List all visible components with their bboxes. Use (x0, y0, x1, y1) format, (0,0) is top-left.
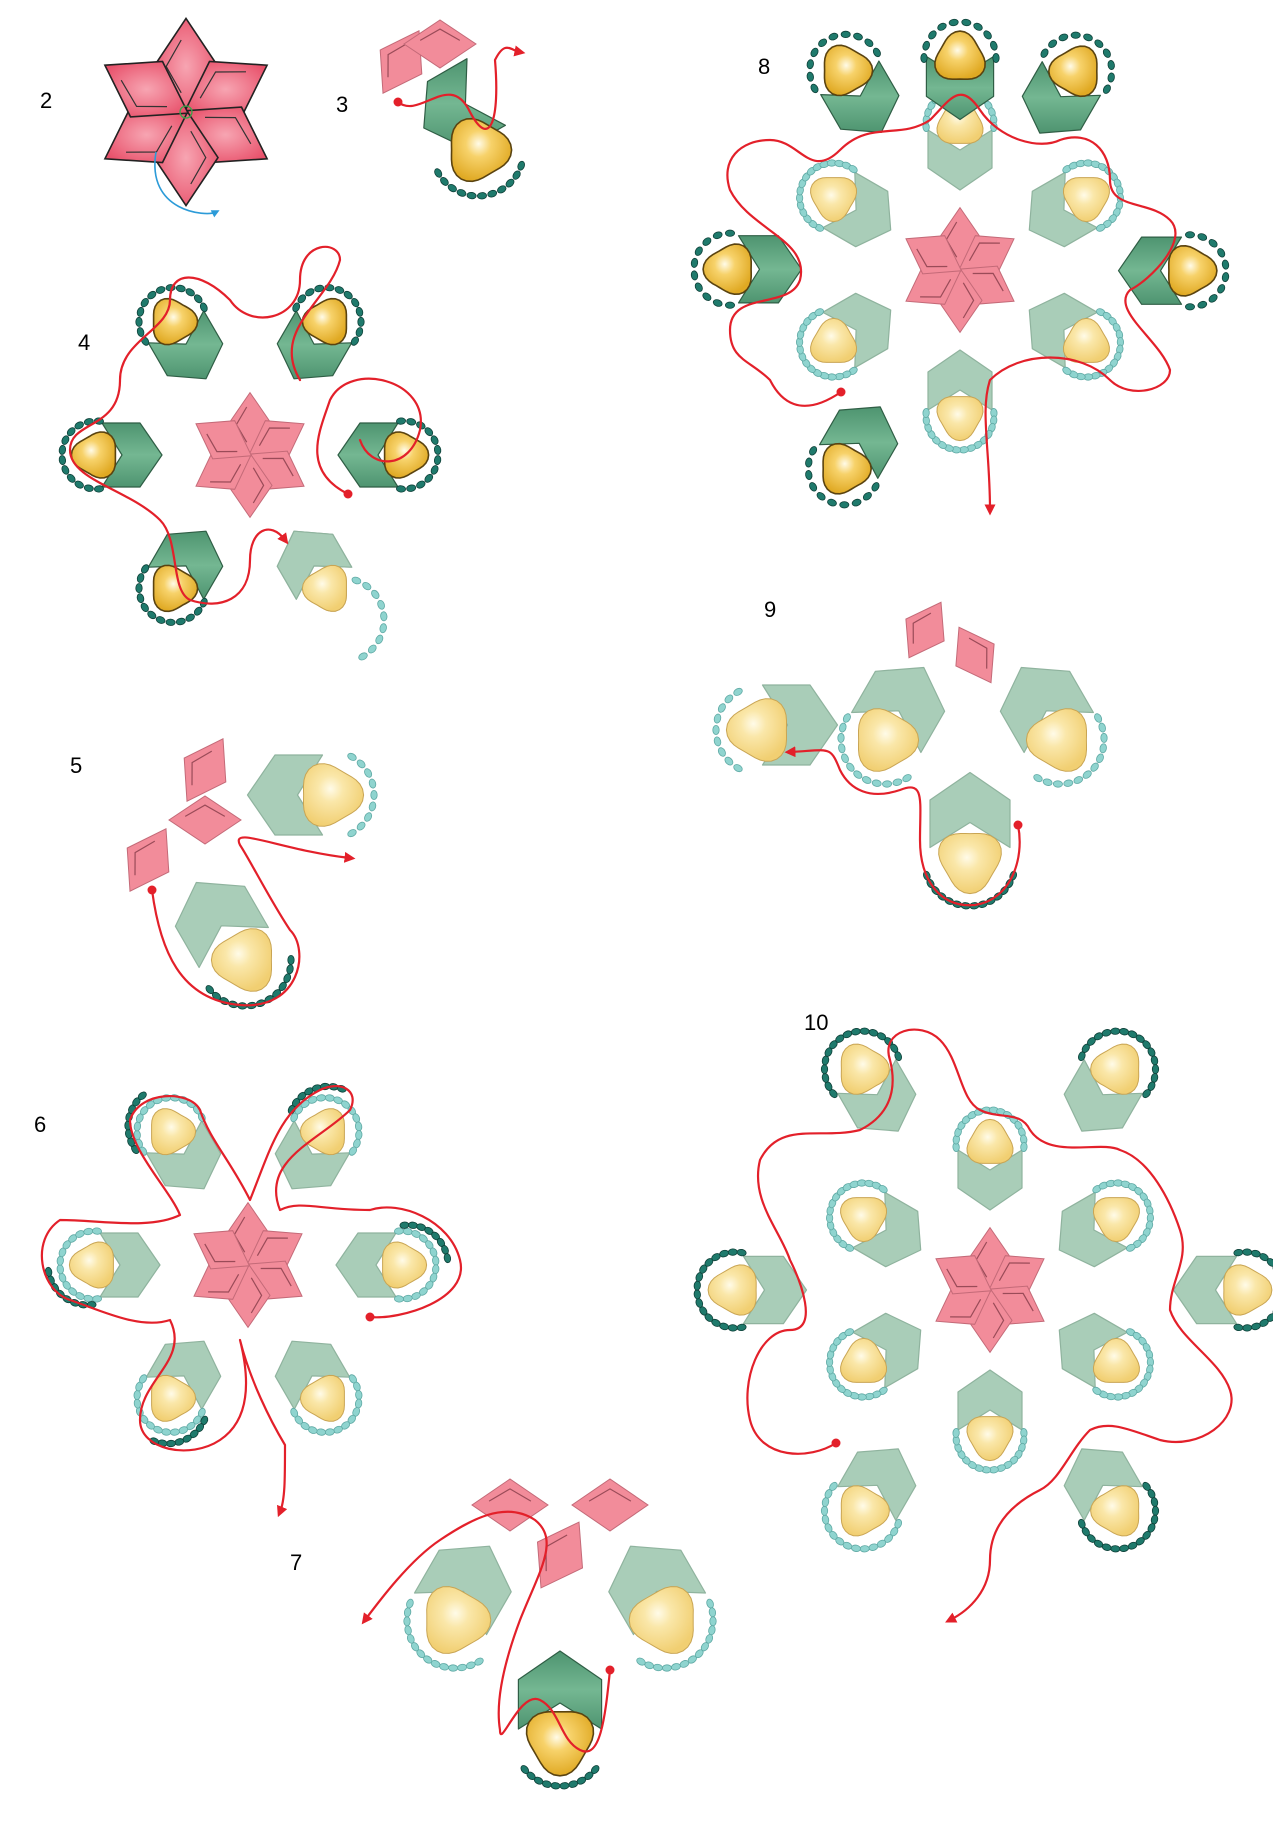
thread-start-dot (366, 1313, 375, 1322)
thread-start-dot (148, 886, 157, 895)
thread-start-dot (837, 388, 846, 397)
gold-bead (527, 1712, 594, 1776)
petal-bead (956, 627, 994, 682)
gold-bead (211, 929, 271, 992)
step-2-figure (105, 18, 267, 213)
gold-bead (935, 31, 985, 79)
gold-bead (967, 1119, 1013, 1163)
seed-bead-strand (351, 576, 387, 662)
gold-bead (708, 1265, 756, 1315)
thread-start-dot (606, 1666, 615, 1675)
step-4-figure (59, 247, 442, 662)
petal-bead (472, 1479, 548, 1531)
petal-bead (169, 796, 241, 844)
gold-bead (69, 1242, 113, 1288)
petal-bead (572, 1479, 648, 1531)
petal-bead (127, 829, 169, 891)
thread-start-dot (832, 1439, 841, 1448)
gold-bead (304, 764, 364, 827)
petal-bead (184, 739, 226, 801)
petal-bead (906, 602, 944, 657)
thread-start-dot (1014, 821, 1023, 830)
step-6-figure (42, 1083, 461, 1512)
gold-bead (1169, 246, 1217, 296)
gold-bead (383, 1242, 427, 1288)
gold-bead (967, 1417, 1013, 1461)
gold-bead (726, 699, 786, 762)
step-8-figure (691, 19, 1230, 510)
gold-bead (1224, 1265, 1272, 1315)
step-3-figure (380, 20, 526, 199)
gold-bead (71, 432, 115, 478)
step-5-figure (127, 739, 377, 1010)
thread-start-dot (394, 98, 403, 107)
thread-start-dot (344, 490, 353, 499)
step-9-figure (713, 602, 1108, 909)
step-10-figure (694, 1028, 1273, 1620)
step-7-figure (365, 1479, 716, 1789)
gold-bead (939, 834, 1002, 894)
gold-bead (703, 244, 751, 294)
gold-bead (937, 397, 983, 441)
